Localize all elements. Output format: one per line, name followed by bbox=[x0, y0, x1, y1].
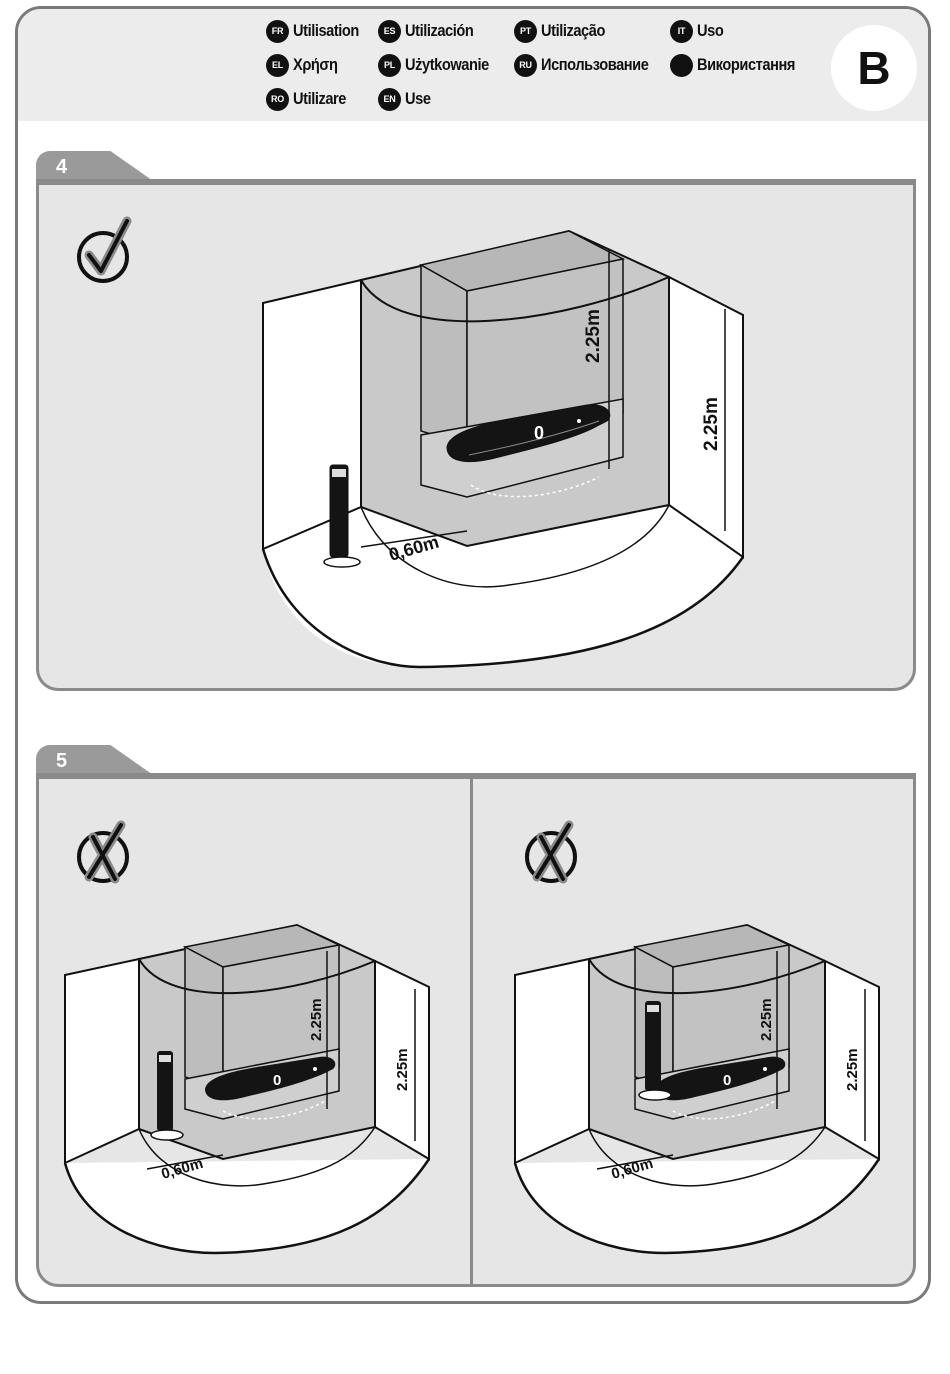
lang-badge bbox=[670, 54, 693, 77]
wall-height-label: 2.25m bbox=[701, 397, 722, 451]
bathroom-scene-safe: 0 0,60m 2.25m 2.25m bbox=[39, 185, 913, 685]
lang-label: Uso bbox=[697, 21, 723, 41]
step-5-panel: 0 0,60m 2.25m 2.25m 0 bbox=[36, 773, 916, 1287]
zone-label: 0 bbox=[723, 1072, 731, 1089]
lang-label: Utilizare bbox=[293, 89, 346, 109]
lang-es: ES Utilización bbox=[378, 18, 485, 44]
step-number: 5 bbox=[56, 750, 67, 773]
lang-label: Utilização bbox=[541, 21, 605, 41]
wall-height-label: 2.25m bbox=[844, 1048, 861, 1091]
lang-el: EL Χρήση bbox=[266, 52, 345, 78]
page-frame: FR Utilisation ES Utilización PT Utiliza… bbox=[15, 6, 931, 1304]
lang-ro: RO Utilizare bbox=[266, 86, 355, 112]
lang-ru: RU Использование bbox=[514, 52, 666, 78]
lang-badge: PT bbox=[514, 20, 537, 43]
zone-height-label: 2.25m bbox=[308, 998, 325, 1041]
lang-it: IT Uso bbox=[670, 18, 728, 44]
lang-label: Використання bbox=[697, 55, 795, 75]
lang-label: Utilisation bbox=[293, 21, 359, 41]
step-number: 4 bbox=[56, 156, 67, 179]
lang-badge: RU bbox=[514, 54, 537, 77]
wall-height-label: 2.25m bbox=[394, 1048, 411, 1091]
lang-badge: IT bbox=[670, 20, 693, 43]
zone-height-label: 2.25m bbox=[583, 309, 604, 363]
lang-en: EN Use bbox=[378, 86, 435, 112]
lang-badge: EL bbox=[266, 54, 289, 77]
lang-label: Utilización bbox=[405, 21, 473, 41]
bathroom-scene-unsafe-left: 0 0,60m 2.25m 2.25m bbox=[39, 779, 469, 1287]
lang-badge: FR bbox=[266, 20, 289, 43]
zone-height-label: 2.25m bbox=[758, 998, 775, 1041]
lang-badge: RO bbox=[266, 88, 289, 111]
lang-label: Użytkowanie bbox=[405, 55, 489, 75]
bathroom-scene-unsafe-right: 0 0,60m 2.25m 2.25m bbox=[475, 779, 913, 1287]
lang-uk: Використання bbox=[670, 52, 811, 78]
lang-badge: ES bbox=[378, 20, 401, 43]
lang-badge: PL bbox=[378, 54, 401, 77]
step-4-panel: 0 0,60m 2.25m 2.25m bbox=[36, 179, 916, 691]
panel-divider bbox=[470, 779, 473, 1284]
lang-label: Use bbox=[405, 89, 431, 109]
zone-label: 0 bbox=[534, 423, 544, 443]
lang-label: Χρήση bbox=[293, 55, 338, 75]
page-section-letter: B bbox=[831, 25, 917, 111]
lang-label: Использование bbox=[541, 55, 648, 75]
lang-pl: PL Użytkowanie bbox=[378, 52, 502, 78]
zone-label: 0 bbox=[273, 1072, 281, 1089]
lang-pt: PT Utilização bbox=[514, 18, 615, 44]
lang-fr: FR Utilisation bbox=[266, 18, 370, 44]
language-header: FR Utilisation ES Utilización PT Utiliza… bbox=[18, 9, 928, 121]
lang-badge: EN bbox=[378, 88, 401, 111]
